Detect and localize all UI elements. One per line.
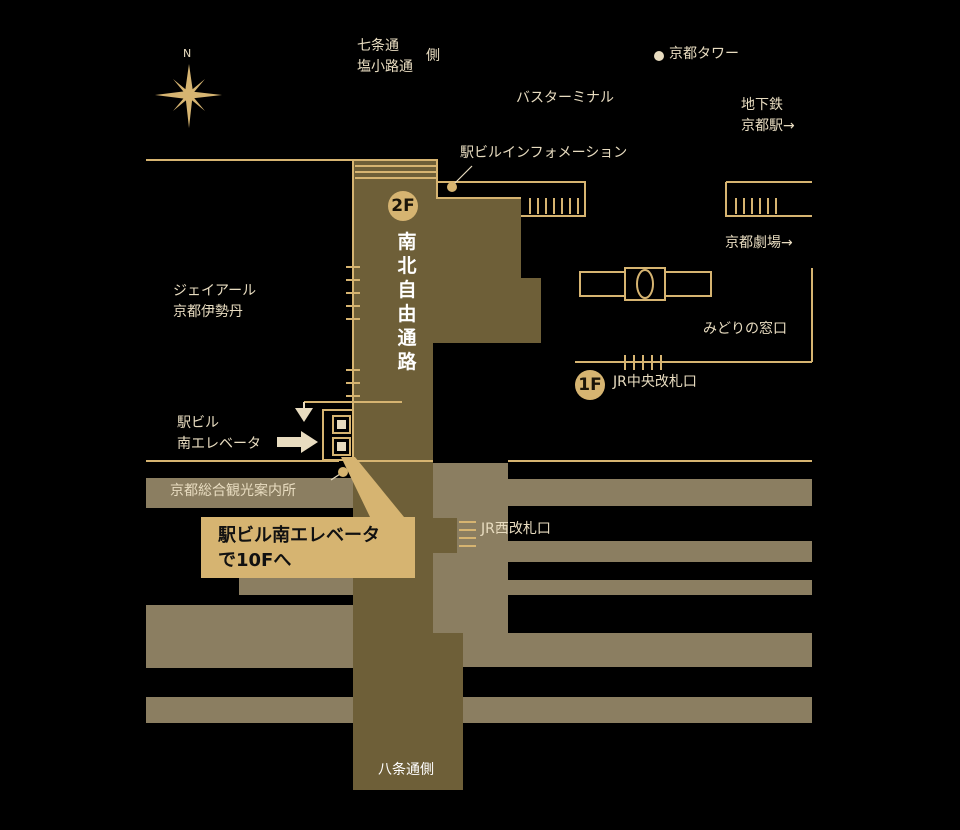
floor-2f-badge: 2F — [388, 191, 418, 221]
compass-star-icon — [155, 64, 222, 128]
callout-pointer — [341, 457, 404, 517]
isetan-label: ジェイアール 京都伊勢丹 — [173, 283, 257, 320]
south-elevator-label: 駅ビル 南エレベータ — [177, 415, 261, 452]
compass-north-label: N — [183, 47, 192, 60]
arrow-down-icon — [295, 408, 313, 422]
corridor-stair-marks — [346, 266, 476, 547]
tower-dot — [654, 51, 664, 61]
gate-ticks — [529, 198, 777, 370]
bus-terminal-label: バスターミナル — [516, 90, 614, 106]
shichijo-side-label: 側 — [426, 48, 440, 64]
arrow-right-icon — [277, 431, 318, 453]
tourist-info-label: 京都総合観光案内所 — [170, 483, 296, 499]
kyoto-tower-label: 京都タワー — [669, 46, 739, 62]
midori-label: みどりの窓口 — [703, 321, 787, 337]
hachijo-label: 八条通側 — [378, 762, 434, 778]
info-label: 駅ビルインフォメーション — [460, 145, 628, 161]
concourse-areas — [146, 463, 812, 723]
info-dot — [447, 182, 457, 192]
pillar — [624, 267, 666, 301]
elevator-callout: 駅ビル南エレベータ で10Fへ — [201, 517, 415, 578]
shichijo-label: 七条通 塩小路通 — [357, 38, 413, 75]
north-south-corridor — [353, 160, 541, 790]
outline-lines — [146, 159, 813, 462]
floor-1f-badge: 1F — [575, 370, 605, 400]
subway-label: 地下鉄 京都駅→ — [741, 97, 795, 134]
jr-central-gate-label: JR中央改札口 — [613, 374, 697, 390]
jr-west-gate-label: JR西改札口 — [481, 521, 551, 537]
theater-label: 京都劇場→ — [725, 235, 793, 251]
tourist-info-dot — [338, 467, 348, 477]
corridor-label: 南 北 自 由 通 路 — [397, 231, 417, 373]
